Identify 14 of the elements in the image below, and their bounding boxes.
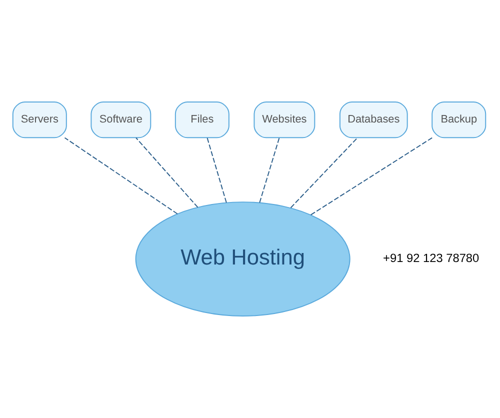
node-box: Websites xyxy=(254,101,316,138)
connector xyxy=(290,137,358,208)
node-box: Databases xyxy=(339,101,408,138)
connector xyxy=(64,137,178,214)
node-box: Files xyxy=(174,101,230,138)
connector xyxy=(136,137,198,208)
connector xyxy=(206,137,227,204)
node-box: Backup xyxy=(432,101,486,138)
connector xyxy=(259,137,280,204)
connector xyxy=(310,137,433,216)
node-box: Software xyxy=(90,101,152,138)
node-ellipse: Web Hosting xyxy=(135,202,350,317)
label: +91 92 123 78780 xyxy=(383,251,480,266)
node-box: Servers xyxy=(12,101,67,138)
